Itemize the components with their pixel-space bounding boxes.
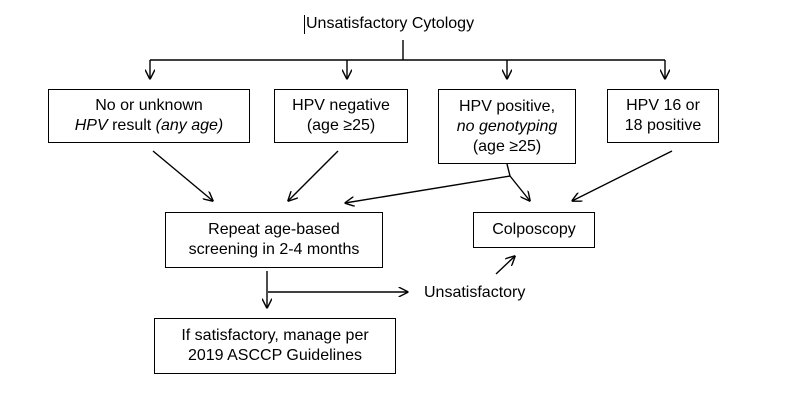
label-unsatisfactory: Unsatisfactory [424, 284, 526, 301]
node-hpv16-18-positive: HPV 16 or 18 positive [607, 89, 719, 143]
arrow-unsatisfactory-to-colposcopy [495, 256, 515, 275]
node-no-hpv-line2: HPV result (any age) [75, 116, 224, 136]
node-repeat-line1: Repeat age-based [208, 221, 340, 238]
node-no-hpv-line1: No or unknown [95, 97, 203, 114]
arrow-hpv-positive-to-repeat [345, 175, 511, 203]
node-hpv-positive-line1: HPV positive, [458, 97, 556, 115]
node-repeat-line2: screening in 2-4 months [188, 241, 360, 258]
node-hpv-positive-line2: no genotyping [456, 117, 558, 135]
node-hpv-positive-line3: (age ≥25) [472, 137, 542, 155]
page-title: Unsatisfactory Cytology [306, 15, 475, 32]
arrow-hpv16-18-to-colposcopy [572, 150, 673, 201]
arrow-hpv-positive-to-colposcopy [509, 175, 530, 201]
node-hpv-negative: HPV negative (age ≥25) [274, 89, 408, 143]
node-no-hpv-line2-result: result [107, 117, 156, 134]
node-no-hpv-result: No or unknown HPV result (any age) [48, 89, 250, 143]
hpv-positive-descender [506, 163, 511, 177]
arrow-hpv-negative-to-repeat [288, 150, 339, 201]
node-colposcopy-line1: Colposcopy [492, 221, 576, 238]
node-no-hpv-line2-hpv: HPV [74, 117, 108, 134]
node-hpv16-18-line2: 18 positive [624, 117, 702, 134]
node-if-satisfactory-line2: 2019 ASCCP Guidelines [187, 347, 363, 364]
node-hpv16-18-line1: HPV 16 or [626, 97, 700, 114]
node-hpv-positive-no-genotyping: HPV positive, no genotyping (age ≥25) [438, 89, 576, 164]
node-hpv-negative-line2: (age ≥25) [306, 117, 376, 134]
arrow-no-hpv-to-repeat [152, 150, 213, 201]
node-repeat-screening: Repeat age-based screening in 2-4 months [165, 212, 383, 268]
node-hpv-negative-line1: HPV negative [292, 97, 390, 114]
node-no-hpv-line2-any-age: (any age) [155, 117, 224, 134]
node-if-satisfactory-line1: If satisfactory, manage per [181, 327, 369, 344]
node-if-satisfactory: If satisfactory, manage per 2019 ASCCP G… [154, 318, 396, 374]
title-cursor-bar [304, 15, 305, 34]
node-colposcopy: Colposcopy [473, 212, 595, 248]
